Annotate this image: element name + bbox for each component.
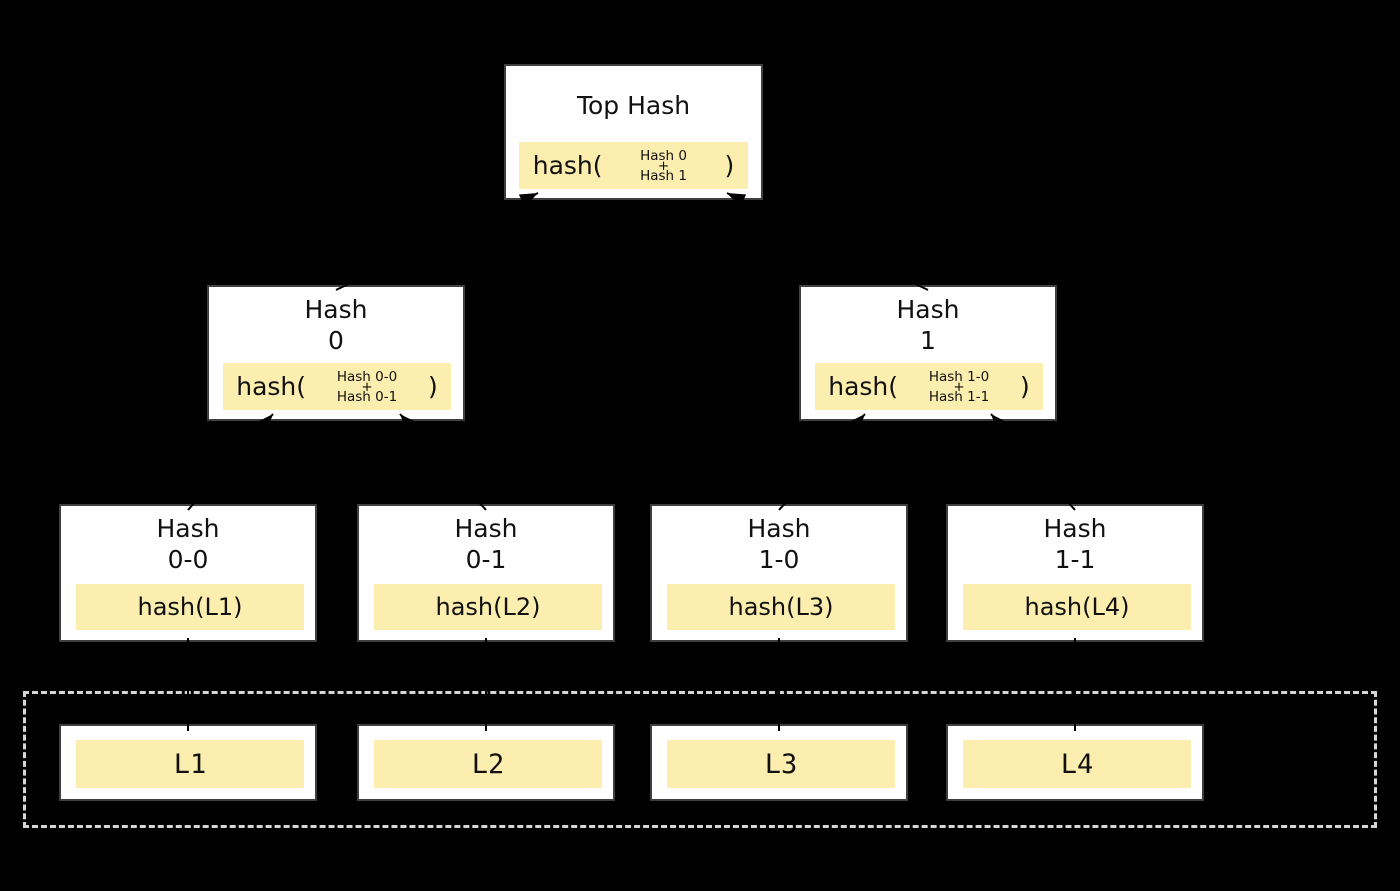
node-hash-1-1-formula: hash(L4) (963, 584, 1191, 630)
formula-prefix: hash( (236, 372, 307, 401)
data-block-l1: L1 (59, 724, 317, 801)
node-hash-1-0-formula: hash(L3) (667, 584, 895, 630)
formula-operand-2: Hash 1-1 (928, 388, 990, 405)
formula-operand-1: Hash 0-0 (336, 368, 398, 385)
data-block-label: L3 (764, 748, 798, 780)
formula-prefix: hash( (828, 372, 899, 401)
data-block-l1-fill: L1 (76, 740, 304, 788)
arrow-hash-1-0-to-hash-1 (778, 413, 866, 511)
node-hash-0-1: Hash 0-1 hash(L2) (357, 504, 615, 642)
data-block-label: L4 (1060, 748, 1094, 780)
node-top-hash: Top Hash hash( Hash 0 + Hash 1 ) (504, 64, 763, 200)
formula-suffix: ) (724, 151, 735, 180)
arrow-hash-0-1-to-hash-0 (399, 413, 487, 511)
node-hash-1-0-title: Hash 1-0 (747, 514, 811, 574)
data-block-label: L1 (173, 748, 207, 780)
node-top-hash-title: Top Hash (576, 91, 691, 120)
formula-operands: Hash 1-0 + Hash 1-1 (922, 368, 996, 405)
node-hash-1: Hash 1 hash( Hash 1-0 + Hash 1-1 ) (799, 285, 1057, 421)
node-hash-0: Hash 0 hash( Hash 0-0 + Hash 0-1 ) (207, 285, 465, 421)
data-blocks-region (23, 691, 1377, 828)
arrow-hash-0-to-top-hash (335, 192, 539, 291)
arrow-hash-1-1-to-hash-1 (990, 413, 1076, 511)
node-hash-1-formula: hash( Hash 1-0 + Hash 1-1 ) (815, 363, 1043, 410)
node-hash-1-1: Hash 1-1 hash(L4) (946, 504, 1204, 642)
formula-prefix: hash( (532, 151, 603, 180)
node-hash-0-0-formula: hash(L1) (76, 584, 304, 630)
plus-sign: + (361, 378, 373, 395)
node-hash-1-title: Hash 1 (896, 295, 960, 355)
formula-operands: Hash 0-0 + Hash 0-1 (330, 368, 404, 405)
arrow-hash-1-to-top-hash (726, 192, 929, 291)
data-block-l3-fill: L3 (667, 740, 895, 788)
plus-sign: + (657, 157, 670, 174)
formula-operand-2: Hash 1 (640, 167, 687, 184)
formula-operand-2: Hash 0-1 (336, 388, 398, 405)
formula-operand-1: Hash 1-0 (928, 368, 990, 385)
data-block-l3: L3 (650, 724, 908, 801)
node-hash-0-0-title: Hash 0-0 (156, 514, 220, 574)
formula-suffix: ) (428, 372, 438, 401)
data-block-l4-fill: L4 (963, 740, 1191, 788)
formula-operands: Hash 0 + Hash 1 (627, 147, 701, 184)
node-hash-1-1-title: Hash 1-1 (1043, 514, 1107, 574)
formula-operand-1: Hash 0 (640, 147, 687, 164)
arrow-hash-0-0-to-hash-0 (187, 413, 274, 511)
plus-sign: + (953, 378, 965, 395)
node-hash-0-title: Hash 0 (304, 295, 368, 355)
data-block-l2: L2 (357, 724, 615, 801)
formula-suffix: ) (1020, 372, 1030, 401)
node-top-hash-formula: hash( Hash 0 + Hash 1 ) (519, 142, 748, 189)
node-hash-0-1-formula: hash(L2) (374, 584, 602, 630)
node-hash-0-0: Hash 0-0 hash(L1) (59, 504, 317, 642)
node-hash-1-0: Hash 1-0 hash(L3) (650, 504, 908, 642)
node-hash-0-formula: hash( Hash 0-0 + Hash 0-1 ) (223, 363, 451, 410)
data-block-l2-fill: L2 (374, 740, 602, 788)
data-block-label: L2 (471, 748, 505, 780)
data-block-l4: L4 (946, 724, 1204, 801)
node-hash-0-1-title: Hash 0-1 (454, 514, 518, 574)
